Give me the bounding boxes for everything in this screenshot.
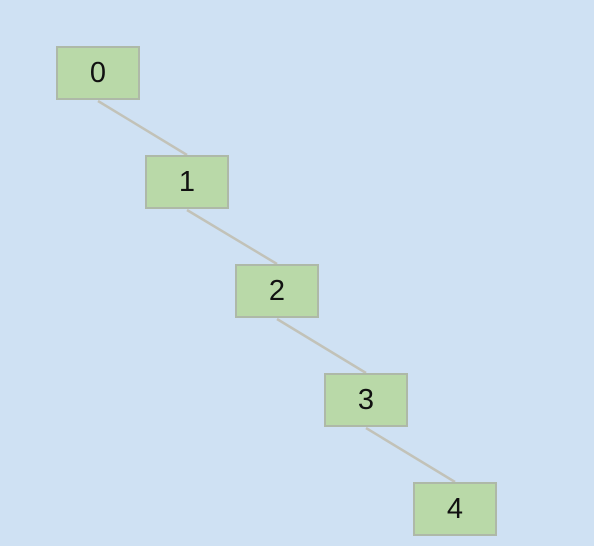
edge-3-4 xyxy=(365,426,456,484)
tree-node-label: 2 xyxy=(268,274,286,307)
edge-2-3 xyxy=(276,317,367,375)
tree-node-4: 4 xyxy=(413,482,497,536)
tree-node-1: 1 xyxy=(145,155,229,209)
tree-node-0: 0 xyxy=(56,46,140,100)
tree-node-label: 0 xyxy=(89,56,107,89)
tree-node-2: 2 xyxy=(235,264,319,318)
tree-node-label: 3 xyxy=(357,383,375,416)
tree-node-label: 1 xyxy=(178,165,196,198)
edge-0-1 xyxy=(97,99,188,157)
tree-node-3: 3 xyxy=(324,373,408,427)
edge-1-2 xyxy=(186,208,278,266)
tree-node-label: 4 xyxy=(446,492,464,525)
